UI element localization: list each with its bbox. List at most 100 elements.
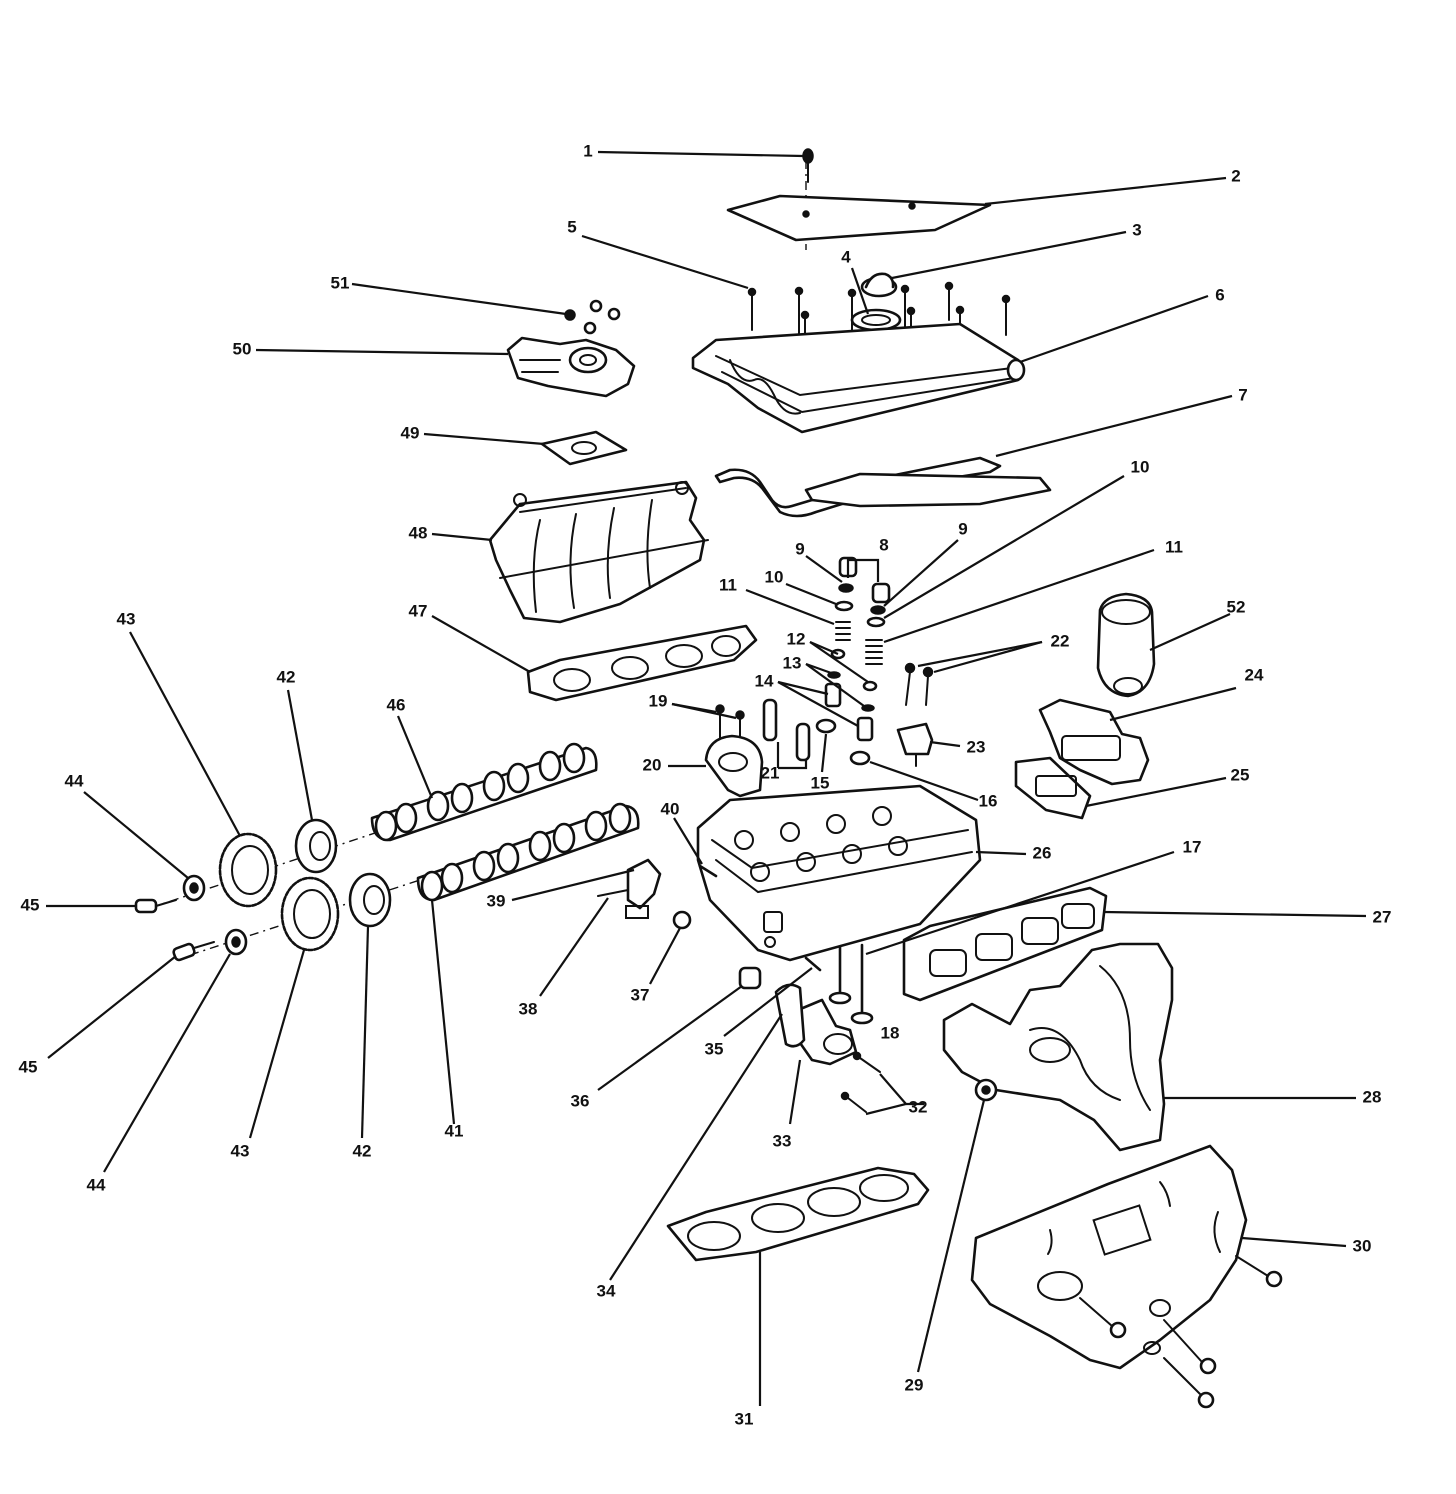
part-9-valve-keepers (838, 583, 886, 615)
part-41-exhaust-camshaft (416, 802, 640, 902)
part-25-thermostat-gasket (1014, 756, 1092, 820)
callout-52: 52 (1227, 597, 1246, 616)
part-1-screw (802, 148, 814, 183)
part-14-valve-guides (824, 682, 874, 742)
callout-27: 27 (1373, 907, 1392, 926)
callout-44-top: 44 (65, 771, 84, 790)
callout-25: 25 (1231, 765, 1250, 784)
callout-44-bottom: 44 (87, 1175, 106, 1194)
callout-8: 8 (879, 535, 888, 554)
part-30-heat-shield (970, 1144, 1248, 1370)
part-34-outlet-gasket (774, 983, 806, 1048)
part-7-cover-gasket (714, 456, 1052, 518)
leader-lines (46, 150, 1367, 1406)
callout-5: 5 (567, 217, 576, 236)
callout-42-bottom: 42 (353, 1141, 372, 1160)
callout-6: 6 (1215, 285, 1224, 304)
part-51-nuts (564, 299, 621, 335)
part-35-dowel (804, 956, 822, 972)
callout-22: 22 (1051, 631, 1070, 650)
part-49-gasket (540, 430, 628, 466)
callout-1: 1 (583, 141, 592, 160)
part-28-exhaust-manifold (942, 942, 1174, 1152)
part-23-bracket (896, 722, 934, 767)
part-36-plug (738, 966, 762, 990)
part-44-washers (182, 874, 248, 956)
callout-9-left: 9 (795, 539, 804, 558)
callout-49: 49 (401, 423, 420, 442)
callout-35: 35 (705, 1039, 724, 1058)
callout-12: 12 (787, 629, 806, 648)
callout-30: 30 (1353, 1236, 1372, 1255)
callout-33: 33 (773, 1131, 792, 1150)
part-50-throttle-body (506, 336, 636, 398)
part-22-bolts (904, 662, 934, 706)
callout-9-right: 9 (958, 519, 967, 538)
part-2-cover-plate (726, 194, 992, 242)
part-33-water-outlet (796, 998, 858, 1066)
callout-24: 24 (1245, 665, 1264, 684)
callout-50: 50 (233, 339, 252, 358)
callout-labels: 1 2 3 4 5 6 7 8 9 9 10 10 11 11 12 13 14… (19, 141, 1392, 1428)
callout-37: 37 (631, 985, 650, 1004)
part-42-cam-hubs (294, 818, 392, 928)
callout-48: 48 (409, 523, 428, 542)
callout-15: 15 (811, 773, 830, 792)
callout-41: 41 (445, 1121, 464, 1140)
callout-13: 13 (783, 653, 802, 672)
part-12-13-seals-and-seats (827, 648, 878, 712)
callout-42-top: 42 (277, 667, 296, 686)
part-30-heat-shield-bolts (1079, 1255, 1283, 1409)
callout-39: 39 (487, 891, 506, 910)
callout-18: 18 (881, 1023, 900, 1042)
part-31-head-gasket (666, 1166, 930, 1262)
callout-7: 7 (1238, 385, 1247, 404)
callout-10-right: 10 (1131, 457, 1150, 476)
callout-2: 2 (1231, 166, 1240, 185)
part-48-intake-manifold (488, 480, 709, 624)
callout-11-left: 11 (719, 575, 737, 594)
part-32-outlet-bolts (840, 1051, 881, 1113)
callout-32: 32 (909, 1097, 928, 1116)
part-37-plug (672, 910, 692, 930)
callout-10-left: 10 (765, 567, 784, 586)
part-20-bearing-cap (704, 734, 764, 798)
callout-29: 29 (905, 1375, 924, 1394)
callout-31: 31 (735, 1409, 754, 1428)
part-5-cover-bolts (747, 281, 1011, 351)
callout-40: 40 (661, 799, 680, 818)
part-10-spring-retainers (834, 600, 886, 628)
callout-23: 23 (967, 737, 986, 756)
part-4-cap-seal (850, 308, 902, 332)
callout-11-right: 11 (1165, 537, 1183, 556)
callout-14: 14 (755, 671, 774, 690)
part-45-sprocket-bolts (134, 898, 215, 962)
callout-38: 38 (519, 999, 538, 1018)
callout-26: 26 (1033, 843, 1052, 862)
part-21-dowels (762, 698, 811, 762)
part-11-valve-springs (835, 621, 883, 665)
callout-21: 21 (761, 763, 780, 782)
part-38-39-camshaft-sensor (597, 858, 662, 919)
part-46-intake-camshaft (370, 742, 598, 842)
callout-16: 16 (979, 791, 998, 810)
part-40-stud (698, 864, 718, 878)
callout-17: 17 (1183, 837, 1202, 856)
callout-47: 47 (409, 601, 428, 620)
part-6-camshaft-cover (691, 322, 1026, 434)
callout-19: 19 (649, 691, 668, 710)
callout-43-top: 43 (117, 609, 136, 628)
callout-45-bottom: 45 (19, 1057, 38, 1076)
callout-43-bottom: 43 (231, 1141, 250, 1160)
part-52-idle-air-valve (1096, 592, 1156, 698)
part-3-oil-filler-cap (860, 272, 898, 298)
part-26-cylinder-head (696, 784, 982, 962)
callout-36: 36 (571, 1091, 590, 1110)
part-43-cam-sprockets (218, 832, 340, 952)
callout-20: 20 (643, 755, 662, 774)
callout-45-top: 45 (21, 895, 40, 914)
callout-28: 28 (1363, 1087, 1382, 1106)
callout-34: 34 (597, 1281, 616, 1300)
part-24-thermostat-housing (1038, 698, 1150, 786)
